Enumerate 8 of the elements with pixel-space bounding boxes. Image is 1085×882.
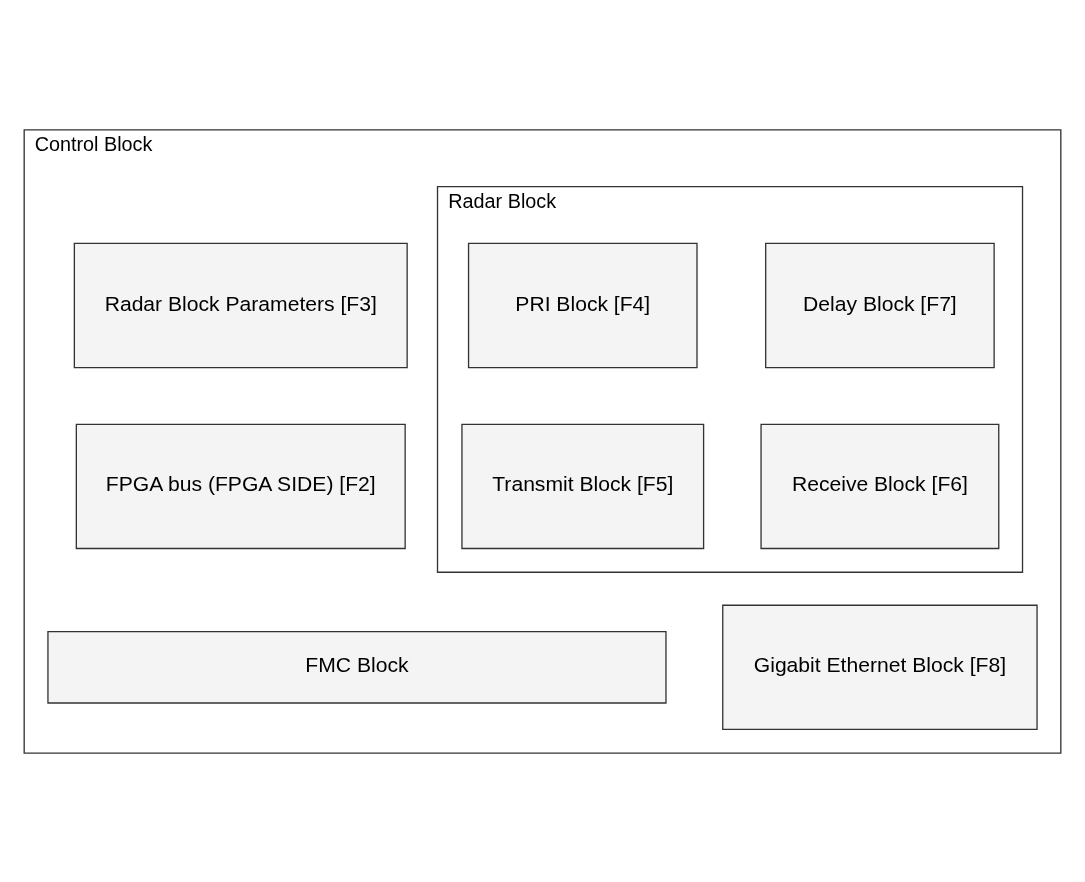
node-box: Radar Block Parameters [F3] (73, 242, 408, 368)
node-box: FMC Block (47, 630, 667, 704)
node-box: Receive Block [F6] (760, 423, 1000, 549)
node-box: PRI Block [F4] (467, 242, 698, 368)
node-box: FPGA bus (FPGA SIDE) [F2] (75, 423, 406, 549)
node-box: Delay Block [F7] (765, 242, 995, 368)
node-box: Gigabit Ethernet Block [F8] (722, 604, 1038, 730)
node-box: Transmit Block [F5] (461, 423, 705, 549)
